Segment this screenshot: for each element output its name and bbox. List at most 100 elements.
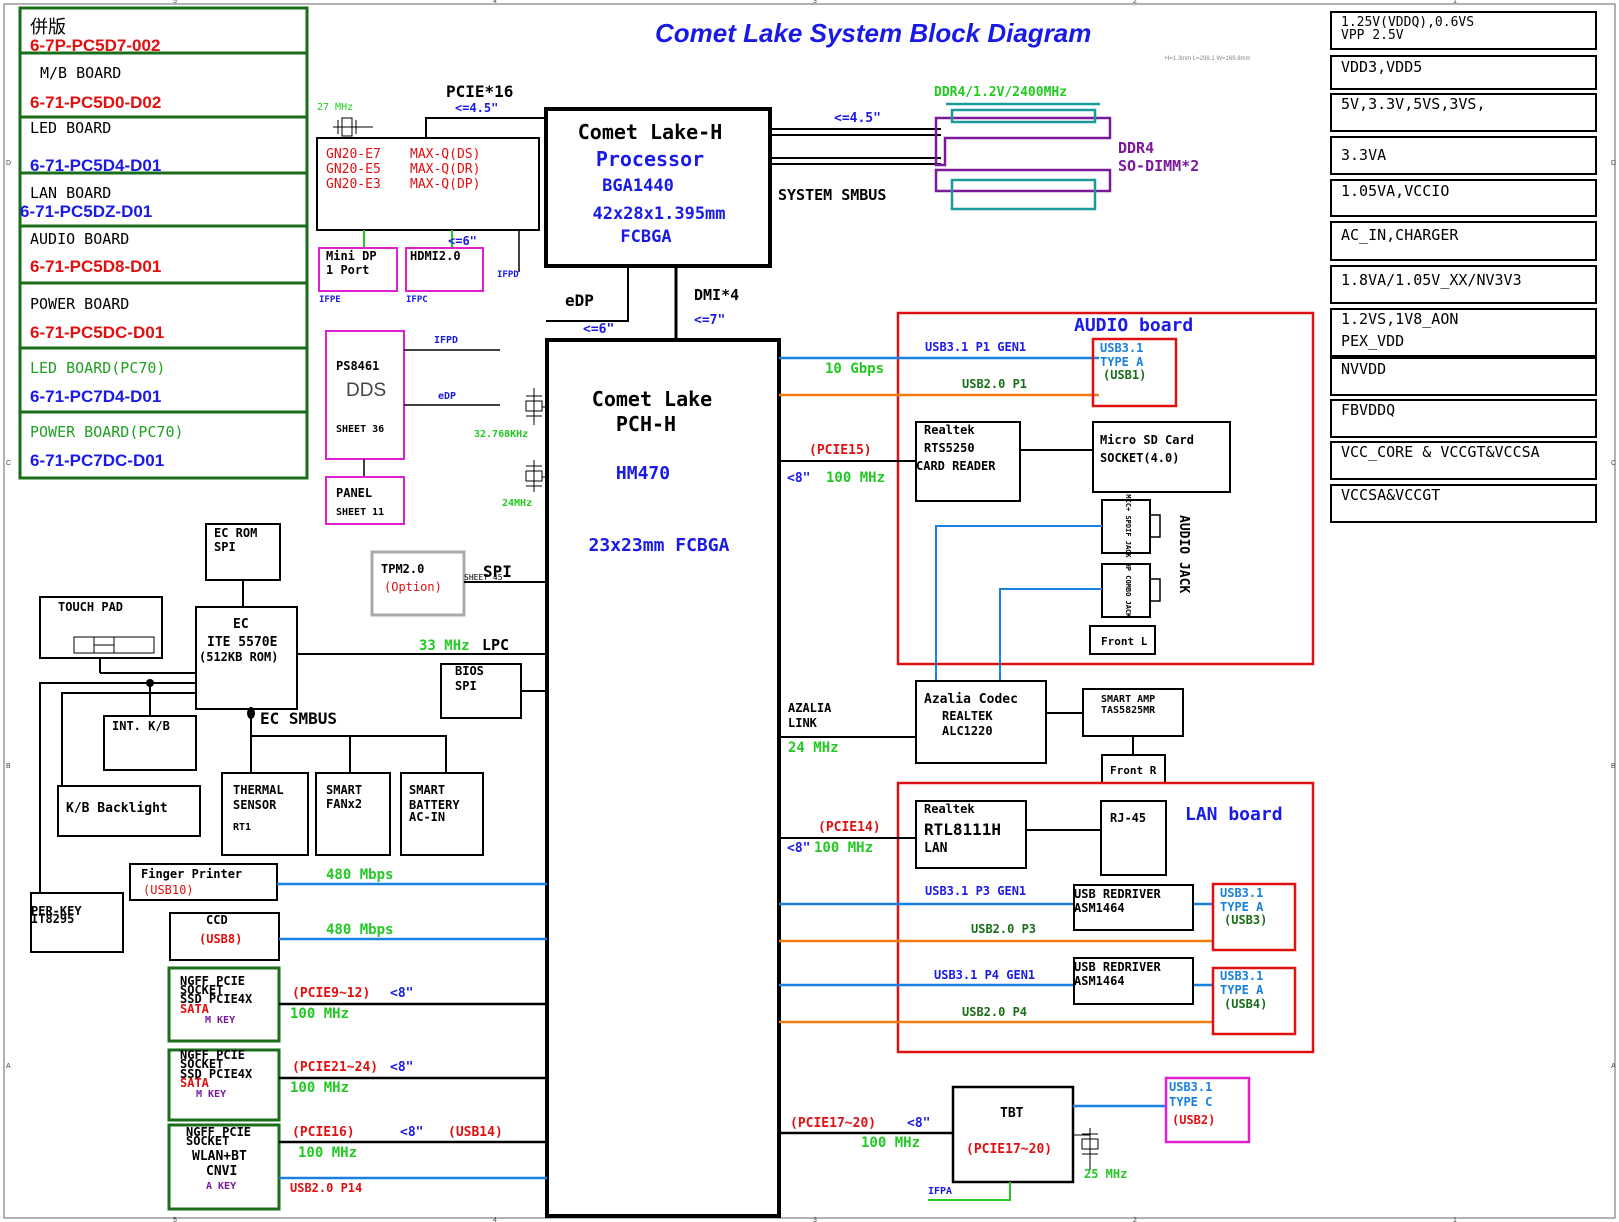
lan-pcie: (PCIE14): [818, 820, 881, 835]
border-mark-3b: 3: [813, 1217, 817, 1222]
battery-name: BATTERY: [409, 798, 460, 812]
lan-board: [896, 781, 1315, 1054]
pch-text: Comet Lake PCH-H HM470 23x23mm FCBGA: [589, 387, 730, 556]
dmi-length: <=7": [694, 313, 725, 328]
battery-label: SMART: [409, 783, 445, 797]
board-name: POWER BOARD: [30, 295, 129, 313]
perkey-label: PER-KEY: [31, 904, 82, 918]
rail-label: 1.2VS,1V8_AON: [1341, 310, 1458, 328]
tbt-length: <8": [907, 1116, 930, 1131]
fan-label: SMART: [326, 783, 362, 797]
crystal-icon: [1073, 1128, 1099, 1170]
board-pn: 6-7P-PC5D7-002: [30, 36, 160, 55]
battery-block: [400, 772, 484, 856]
usb4-type-a-port: [1211, 966, 1297, 1036]
wlan-socket-label: SOCKET: [186, 1134, 229, 1148]
fingerprint-usb: (USB10): [143, 883, 194, 897]
sd-socket-block: [1092, 421, 1231, 493]
ssd1-ngff: NGFF PCIE: [180, 974, 245, 988]
dimension-note: H=1.3mm L=298.1 W=169.8mm: [1165, 56, 1251, 62]
ssd2-type: SSD PCIE4X: [180, 1067, 253, 1081]
panel-sheet: SHEET 11: [336, 507, 384, 518]
lan-chip-block: [915, 800, 1027, 869]
fingerprint-label: Finger Printer: [141, 867, 242, 881]
board-pn: 6-71-PC5DZ-D01: [20, 202, 152, 221]
front-l-label: Front L: [1101, 635, 1148, 648]
power-rail-text: 1.25V(VDDQ),0.6VS VPP 2.5V VDD3,VDD5 5V,…: [1341, 15, 1540, 504]
edp-label: eDP: [565, 291, 594, 310]
ccd-label: CCD: [206, 913, 228, 927]
usb3-type: TYPE A: [1220, 900, 1264, 914]
sd-socket: SOCKET(4.0): [1100, 451, 1179, 465]
usb31-p1-label: USB3.1 P1 GEN1: [925, 340, 1026, 354]
jack-icon: [1149, 514, 1161, 538]
thermal-label: THERMAL: [233, 783, 284, 797]
fingerprint-speed: 480 Mbps: [326, 867, 393, 883]
pcie16-label: PCIE*16: [446, 82, 513, 101]
ssd1-text: NGFF PCIE SOCKET SSD PCIE4X SATA M KEY: [180, 974, 253, 1026]
usb31-speed: 10 Gbps: [825, 361, 884, 377]
kbl-link: [61, 692, 196, 786]
rj45-port: [1100, 800, 1167, 876]
audio-codec-block: [915, 680, 1047, 764]
ifpa-label: IFPA: [928, 1186, 952, 1197]
lpc-clock: 33 MHz: [419, 638, 470, 654]
thermal-rt1: RT1: [233, 822, 251, 833]
rail-label: AC_IN,CHARGER: [1341, 226, 1459, 244]
wlan-ngff: NGFF PCIE: [186, 1125, 251, 1139]
ps8461-dds: DDS: [346, 380, 386, 401]
usb20-p3-label: USB2.0 P3: [971, 922, 1036, 936]
board-pn: 6-71-PC5D8-D01: [30, 257, 161, 276]
wlan-usb: (USB14): [448, 1125, 503, 1140]
rail-label: FBVDDQ: [1341, 401, 1395, 419]
usb20-p4-label: USB2.0 P4: [962, 1005, 1027, 1019]
ifpc-label: IFPC: [406, 295, 428, 305]
dmi-label: DMI*4: [694, 286, 739, 304]
ssd1-clock: 100 MHz: [290, 1006, 349, 1022]
board-name: POWER BOARD(PC70): [30, 423, 184, 441]
hp-jack-label: HP COMBO JACK: [1124, 563, 1132, 619]
pch-type: PCH-H: [616, 412, 676, 436]
redriver2-chip: ASM1464: [1074, 974, 1125, 988]
cpu-name: Comet Lake-H: [578, 120, 723, 144]
audio-board: [896, 311, 1315, 666]
wlan-type: WLAN+BT: [192, 1149, 247, 1164]
board-pn: 6-71-PC5DC-D01: [30, 323, 164, 342]
ssd1-pcie: (PCIE9~12): [292, 986, 370, 1001]
usb3-spec: USB3.1: [1220, 886, 1263, 900]
board-name: M/B BOARD: [40, 64, 121, 82]
usb-redriver-1: [1073, 884, 1194, 931]
touchpad-label: TOUCH PAD: [58, 600, 123, 614]
codec-label: Azalia Codec: [924, 692, 1018, 707]
ccd-block: [169, 912, 280, 961]
ssd1-length: <8": [390, 986, 413, 1001]
panel-block: [325, 476, 405, 525]
ccd-usb: (USB8): [199, 932, 242, 946]
gpu-variant: MAX-Q(DP): [410, 177, 480, 192]
board-name: 併版: [30, 17, 66, 37]
rail-label: VDD3,VDD5: [1341, 58, 1422, 76]
board-list: [18, 6, 309, 480]
card-reader-pcie: (PCIE15): [809, 443, 872, 458]
azalia-clock: 24 MHz: [788, 740, 839, 756]
border-mark-2: 2: [1133, 0, 1137, 5]
kbl-label: K/B Backlight: [66, 801, 168, 816]
border-mark-a-r: A: [1611, 1063, 1616, 1070]
ccd-speed: 480 Mbps: [326, 922, 393, 938]
border-mark-1b: 1: [1453, 1217, 1457, 1222]
usb3-type-a-port: [1211, 882, 1297, 952]
gpu-text: GN20-E7 GN20-E5 GN20-E3 MAX-Q(DS) MAX-Q(…: [326, 147, 480, 192]
card-reader-block: [915, 421, 1021, 502]
azalia-label: AZALIA: [788, 701, 832, 715]
spi-sheet: SHEET 45: [464, 573, 503, 582]
border-mark-1: 1: [1453, 0, 1457, 5]
fingerprint-block: [129, 863, 278, 901]
ec-block: [195, 606, 298, 710]
clock-27mhz: 27 MHz: [317, 102, 353, 113]
tpm-option: (Option): [384, 580, 442, 594]
wlan-key: A KEY: [206, 1181, 236, 1192]
hdmi-port: [405, 247, 484, 292]
mic-link: [935, 525, 1102, 681]
usb1-type: TYPE A: [1100, 355, 1144, 369]
tbt-crystal-clock: 25 MHz: [1084, 1167, 1127, 1181]
